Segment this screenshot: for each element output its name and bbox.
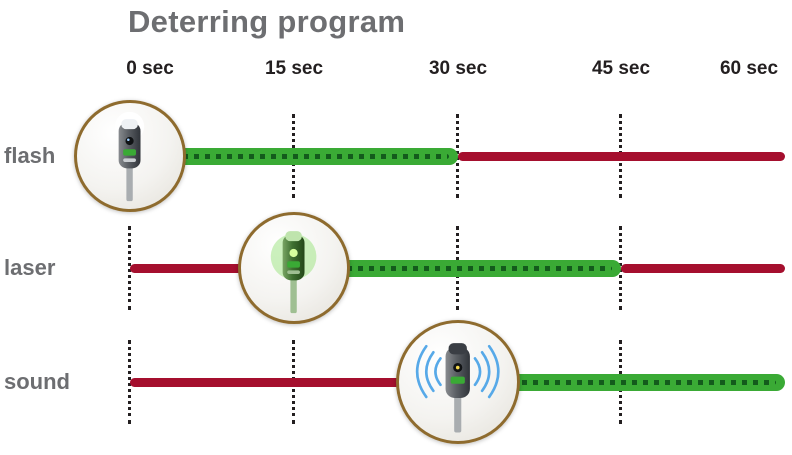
flash-device-icon (115, 112, 145, 202)
sound-waves-icon (416, 345, 500, 399)
row-label-laser: laser (4, 255, 56, 280)
row-label-sound: sound (4, 369, 70, 394)
laser-device-icon (271, 231, 317, 314)
sound-device-badge (396, 320, 520, 444)
sound-device-icon (416, 343, 500, 433)
laser-device-badge (238, 212, 350, 324)
tick-vline-0s-laser (128, 226, 131, 310)
row-label-flash: flash (4, 143, 56, 168)
active-dots (303, 266, 612, 271)
page-title: Deterring program (128, 4, 406, 39)
flash-inactive-bar (458, 152, 785, 161)
tick-label-60sec: 60 sec (719, 58, 779, 79)
active-dots (467, 380, 776, 385)
tick-label-30sec: 30 sec (428, 58, 488, 79)
flash-active-bar (130, 148, 458, 165)
laser-inactive-bar-right (621, 264, 785, 273)
active-dots (139, 154, 449, 159)
tick-vline-0s-sound (128, 340, 131, 424)
flash-device-badge (74, 100, 186, 212)
tick-label-15sec: 15 sec (264, 58, 324, 79)
sound-inactive-bar (130, 378, 458, 387)
tick-label-0sec: 0 sec (126, 58, 174, 79)
laser-active-bar (294, 260, 621, 277)
tick-label-45sec: 45 sec (591, 58, 651, 79)
laser-inactive-bar-left (130, 264, 294, 273)
sound-active-bar (458, 374, 785, 391)
